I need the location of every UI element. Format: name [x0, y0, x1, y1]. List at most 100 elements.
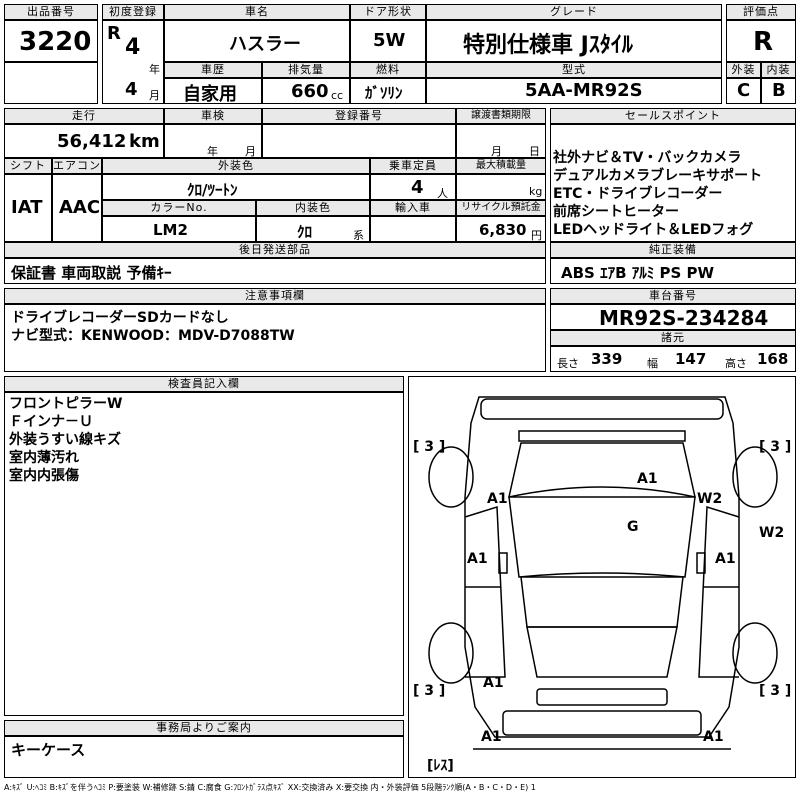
lot-number-label: 出品番号 [4, 4, 98, 20]
sales-point: ETC・ドライブレコーダー [553, 186, 723, 202]
chassis-cell: MR92S-234284 [550, 304, 796, 330]
first-reg-label: 初度登録 [102, 4, 164, 20]
int-color-unit: 系 [353, 229, 364, 242]
mileage-label: 走行 [4, 108, 164, 124]
color-no-label: カラーNo. [102, 200, 256, 216]
grade-cell: 特別仕様車 Jｽﾀｲﾙ [426, 20, 722, 62]
ext-grade-cell: C [726, 78, 761, 104]
mileage-unit: km [129, 131, 160, 152]
int-color-label: 内装色 [256, 200, 370, 216]
capacity-unit: 人 [437, 187, 448, 200]
score-label: 評価点 [726, 4, 796, 20]
damage-mark: W2 [759, 525, 785, 541]
dims-cell: 長さ 339 幅 147 高さ 168 [550, 346, 796, 372]
int-grade-cell: B [761, 78, 796, 104]
width-label: 幅 [647, 357, 658, 370]
inspection-cell: 年 月 [164, 124, 262, 158]
shift-label: シフト [4, 158, 52, 174]
equipment-label: 純正装備 [550, 242, 796, 258]
model-name: ハスラー [229, 34, 301, 55]
reg-month-unit: 月 [149, 89, 160, 102]
model-type: 5AA-MR92S [525, 80, 643, 101]
first-reg-cell: R 4 年 4 月 [102, 20, 164, 104]
type-label: 型式 [426, 62, 722, 78]
tire-front-right: [ 3 ] [759, 439, 792, 455]
mileage-cell: 56,412 km [4, 124, 164, 158]
recycle-cell: 6,830 円 [456, 216, 546, 242]
chassis-label: 車台番号 [550, 288, 796, 304]
inspector-line: 室内薄汚れ [9, 450, 79, 466]
height-label: 高さ [725, 357, 747, 370]
height: 168 [757, 350, 789, 368]
grade: 特別仕様車 Jｽﾀｲﾙ [463, 33, 633, 58]
equipment: ABS ｴｱB ｱﾙﾐ PS PW [561, 264, 715, 282]
length: 339 [591, 350, 623, 368]
note-line: ドライブレコーダーSDカードなし [11, 310, 229, 326]
office-label: 事務局よりご案内 [4, 720, 404, 736]
door-type: 5W [373, 30, 406, 51]
plate-cell [262, 124, 456, 158]
ext-grade: C [737, 80, 751, 101]
history: 自家用 [183, 84, 237, 105]
shift-cell: IAT [4, 174, 52, 242]
damage-mark: A1 [467, 551, 488, 567]
history-label: 車歴 [164, 62, 262, 78]
office-cell: キーケース [4, 736, 404, 778]
displacement-cell: 660 cc [262, 78, 350, 104]
office-note: キーケース [11, 741, 86, 759]
int-color-cell: ｸﾛ 系 [256, 216, 370, 242]
later-parts-cell: 保証書 車両取説 予備ｷｰ [4, 258, 546, 284]
notes-label: 注意事項欄 [4, 288, 546, 304]
model-label: 車名 [164, 4, 350, 20]
color-cell: ｸﾛ/ﾂｰﾄﾝ [102, 174, 370, 200]
chassis-number: MR92S-234284 [599, 306, 769, 330]
inspection-year-unit: 年 [207, 145, 218, 158]
type-cell: 5AA-MR92S [426, 78, 722, 104]
equipment-cell: ABS ｴｱB ｱﾙﾐ PS PW [550, 258, 796, 284]
ac-label: エアコン [52, 158, 102, 174]
door-cell: 5W [350, 20, 426, 62]
inspector-notes: フロントピラーW Ｆインナ－Ｕ 外装うすい線キズ 室内薄汚れ 室内内張傷 [4, 392, 404, 716]
tire-front-left: [ 3 ] [413, 439, 446, 455]
note-line: ナビ型式：KENWOOD：MDV-D7088TW [11, 328, 295, 344]
recycle-label: リサイクル預託金 [456, 200, 546, 216]
sales-point: 社外ナビ＆TV・バックカメラ [553, 150, 742, 166]
later-parts-label: 後日発送部品 [4, 242, 546, 258]
history-cell: 自家用 [164, 78, 262, 105]
load-unit: kg [529, 185, 543, 198]
damage-mark: A1 [715, 551, 736, 567]
int-color: ｸﾛ [297, 223, 313, 241]
lot-number: 3220 [19, 27, 92, 57]
damage-diagram: [ 3 ] [ 3 ] [ 3 ] [ 3 ] [ﾚｽ] A1 A1 W2 W2… [408, 376, 796, 778]
later-parts: 保証書 車両取説 予備ｷｰ [11, 264, 172, 282]
legend: A:ｷｽﾞ U:ﾍｺﾐ B:ｷｽﾞを伴うﾍｺﾐ P:要塗装 W:補修跡 S:錆 … [4, 783, 536, 792]
damage-mark: W2 [697, 491, 723, 507]
transfer-cell: 月 日 [456, 124, 546, 158]
transfer-month-unit: 月 [491, 145, 502, 158]
capacity: 4 [411, 177, 424, 198]
displacement-unit: cc [331, 89, 344, 102]
displacement-label: 排気量 [262, 62, 350, 78]
tire-rear-left: [ 3 ] [413, 683, 446, 699]
mileage: 56,412 [57, 131, 127, 152]
score-cell: R [726, 20, 796, 62]
fuel-label: 燃料 [350, 62, 426, 78]
reg-year-unit: 年 [149, 63, 160, 76]
damage-mark: A1 [703, 729, 724, 745]
recycle-unit: 円 [531, 229, 542, 242]
inspection-label: 車検 [164, 108, 262, 124]
ac-cell: AAC [52, 174, 102, 242]
int-grade-label: 内装 [761, 62, 796, 78]
sales-point: LEDヘッドライト＆LEDフォグ [553, 222, 754, 238]
import-cell [370, 216, 456, 242]
damage-mark: A1 [481, 729, 502, 745]
car-outline-diagram [428, 396, 778, 750]
grade-label: グレード [426, 4, 722, 20]
door-label: ドア形状 [350, 4, 426, 20]
color-label: 外装色 [102, 158, 370, 174]
spare-tire: [ﾚｽ] [427, 758, 454, 774]
recycle-fee: 6,830 [479, 221, 527, 239]
damage-mark: A1 [487, 491, 508, 507]
damage-mark: A1 [637, 471, 658, 487]
era: R [107, 23, 121, 44]
